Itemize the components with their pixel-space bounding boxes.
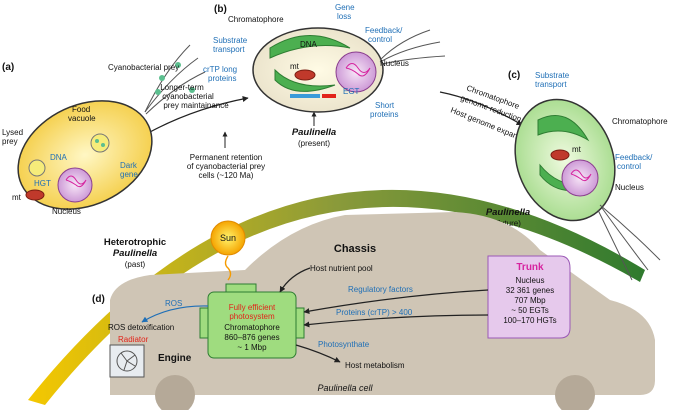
label-retention-3: cells (~120 Ma) xyxy=(199,171,254,180)
arrow-past-to-present xyxy=(149,96,249,133)
title-past-2: Paulinella xyxy=(113,248,157,259)
cell-future xyxy=(514,98,661,281)
title-present-1: Paulinella xyxy=(292,127,336,138)
label-chassis: Chassis xyxy=(334,243,376,255)
label-dark-2: gene xyxy=(120,170,138,179)
label-feedback-c-1: Feedback/ xyxy=(615,153,653,162)
cell-present xyxy=(252,27,446,113)
label-retention-2: of cyanobacterial prey xyxy=(187,162,265,171)
label-lysed-1: Lysed xyxy=(2,128,23,137)
wheel-rear xyxy=(555,375,595,415)
title-future-1: Paulinella xyxy=(486,207,530,218)
label-chromatophore-b: Chromatophore xyxy=(228,15,284,24)
label-prey-maintainance: prey maintainance xyxy=(163,101,229,110)
arrow-photosynthate xyxy=(295,344,341,363)
cell-past xyxy=(17,44,206,210)
sun-icon xyxy=(210,220,246,281)
trunk-hgts: 100–170 HGTs xyxy=(503,316,556,325)
label-short-1: Short xyxy=(375,101,395,110)
title-present-2: (present) xyxy=(298,139,330,148)
label-substrate-c-2: transport xyxy=(535,80,567,89)
label-host-metabolism: Host metabolism xyxy=(345,361,405,370)
label-ros: ROS xyxy=(165,299,182,308)
label-cyanobacterial: cyanobacterial xyxy=(162,92,214,101)
label-hgt: HGT xyxy=(34,179,51,188)
engine-mbp: ~ 1 Mbp xyxy=(237,343,267,352)
engine-chrom: Chromatophore xyxy=(224,323,280,332)
trunk-mbp: 707 Mbp xyxy=(514,296,546,305)
title-future-2: (future) xyxy=(495,219,521,228)
label-substrate-b-2: transport xyxy=(213,45,245,54)
label-cell-caption: Paulinella cell xyxy=(317,383,373,393)
label-dark-1: Dark xyxy=(120,161,138,170)
label-nucleus-a: Nucleus xyxy=(52,207,81,216)
label-short-2: proteins xyxy=(370,110,398,119)
label-nucleus-b: Nucleus xyxy=(380,59,409,68)
label-engine: Engine xyxy=(158,353,192,364)
panel-c-label: (c) xyxy=(508,70,520,81)
title-past-1: Heterotrophic xyxy=(104,237,166,248)
label-radiator: Radiator xyxy=(118,335,149,344)
label-cyanobacterial-prey: Cyanobacterial prey xyxy=(108,63,179,72)
arrow-ros xyxy=(141,305,209,323)
label-feedback-b-2: control xyxy=(368,35,392,44)
engine-red-2: photosystem xyxy=(229,312,275,321)
label-trunk: Trunk xyxy=(516,262,544,273)
arrow-regulatory xyxy=(303,289,489,315)
label-regulatory: Regulatory factors xyxy=(348,285,413,294)
label-food-1: Food xyxy=(72,105,90,114)
title-past-3: (past) xyxy=(125,260,146,269)
label-food-2: vacuole xyxy=(68,114,96,123)
label-longer-term: Longer-term xyxy=(160,83,204,92)
label-substrate-b-1: Substrate xyxy=(213,36,248,45)
label-proteins: Proteins (crTP) > 400 xyxy=(336,308,413,317)
label-lysed-2: prey xyxy=(2,137,18,146)
label-chromatophore-c: Chromatophore xyxy=(612,117,668,126)
arrow-proteins xyxy=(303,314,489,328)
label-mt-b: mt xyxy=(290,62,300,71)
label-dna-b: DNA xyxy=(300,40,318,49)
label-feedback-c-2: control xyxy=(617,162,641,171)
label-host-pool: Host nutrient pool xyxy=(310,264,373,273)
label-mt-c: mt xyxy=(572,145,582,154)
label-feedback-b-1: Feedback/ xyxy=(365,26,403,35)
label-nucleus-c: Nucleus xyxy=(615,183,644,192)
arrow-host-pool xyxy=(279,267,311,293)
engine-red-1: Fully efficient xyxy=(229,303,276,312)
label-sun: Sun xyxy=(220,233,236,243)
label-ros-detox: ROS detoxification xyxy=(108,323,174,332)
label-dna-a: DNA xyxy=(50,153,68,162)
trunk-egts: ~ 50 EGTs xyxy=(511,306,549,315)
wheel-front xyxy=(155,375,195,415)
radiator-icon xyxy=(109,344,145,378)
engine-box xyxy=(199,283,305,359)
label-egt: EGT xyxy=(343,87,360,96)
label-gene-loss-1: Gene xyxy=(335,3,355,12)
panel-b-label: (b) xyxy=(214,4,227,15)
trunk-nucleus: Nucleus xyxy=(516,276,545,285)
label-mt-a: mt xyxy=(12,193,22,202)
panel-a-label: (a) xyxy=(2,62,14,73)
label-crtp-2: proteins xyxy=(208,74,236,83)
label-crtp-1: crTP long xyxy=(203,65,237,74)
arrow-present-to-future xyxy=(439,91,523,126)
label-gene-loss-2: loss xyxy=(337,12,351,21)
label-retention-1: Permanent retention xyxy=(190,153,263,162)
trunk-genes: 32 361 genes xyxy=(506,286,555,295)
label-photosynthate: Photosynthate xyxy=(318,340,370,349)
panel-d-label: (d) xyxy=(92,294,105,305)
trunk-box xyxy=(487,255,571,339)
engine-genes: 860–876 genes xyxy=(224,333,279,342)
label-substrate-c-1: Substrate xyxy=(535,71,570,80)
